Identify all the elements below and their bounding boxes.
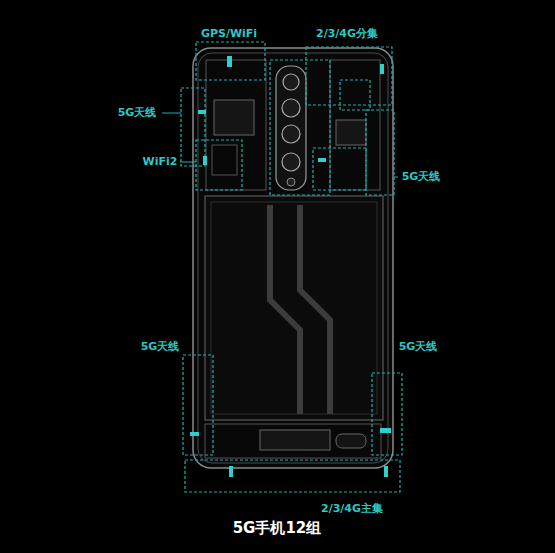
caption: 5G手机12组 bbox=[233, 519, 322, 537]
antenna-label: WiFi2 bbox=[143, 155, 178, 168]
antenna-label: GPS/WiFi bbox=[201, 27, 257, 40]
antenna-label: 5G天线 bbox=[399, 340, 438, 353]
antenna-label: 5G天线 bbox=[141, 340, 180, 353]
antenna-label: 5G天线 bbox=[402, 170, 441, 183]
antenna-label: 2/3/4G分集 bbox=[316, 27, 378, 40]
antenna-label: 2/3/4G主集 bbox=[321, 502, 383, 515]
antenna-label: 5G天线 bbox=[118, 106, 157, 119]
